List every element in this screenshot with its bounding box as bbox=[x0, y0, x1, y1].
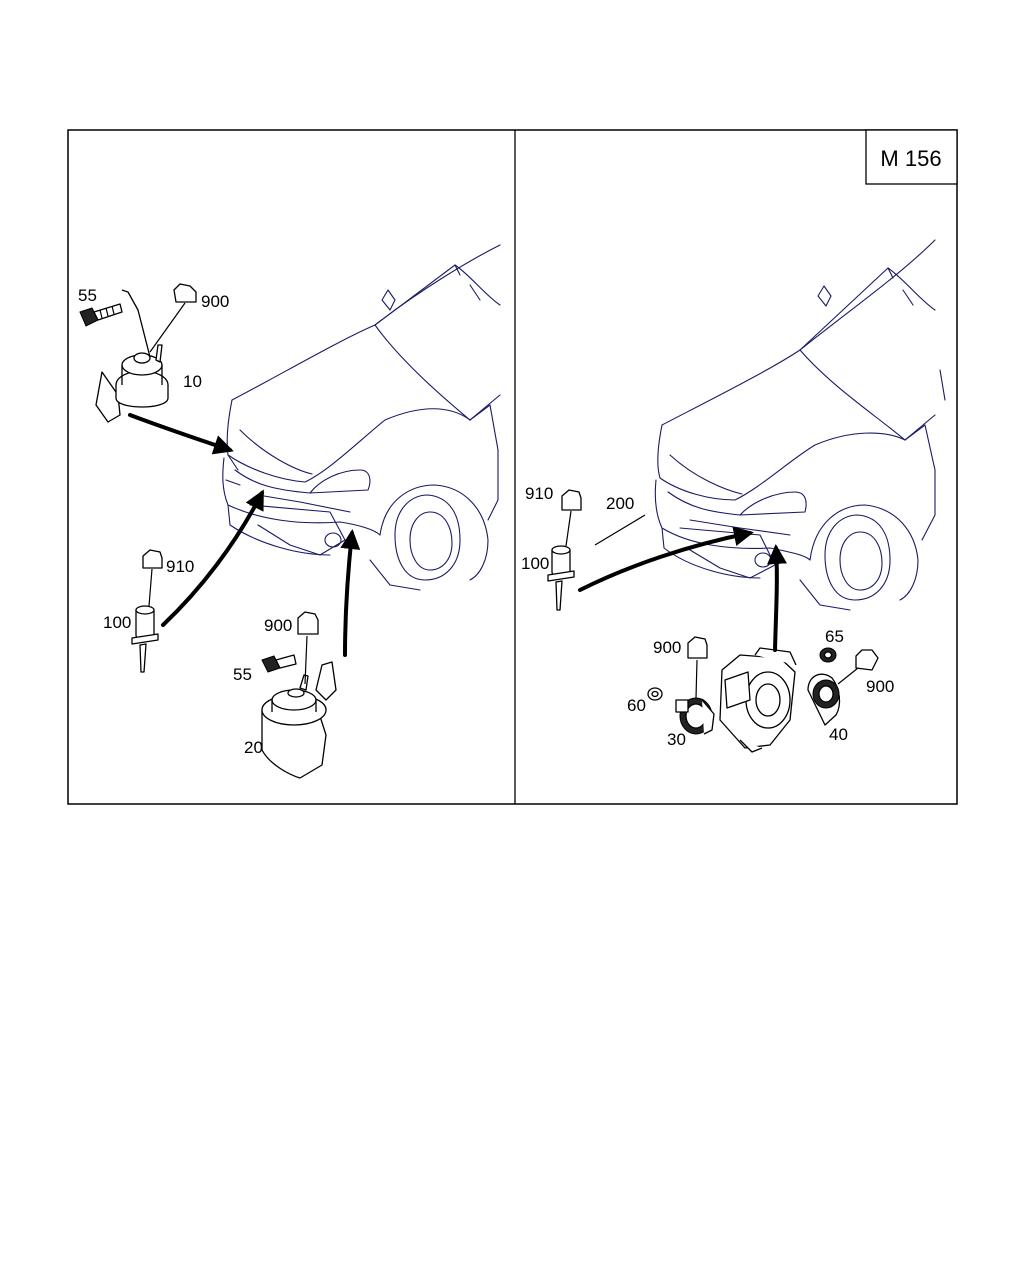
horn-40 bbox=[807, 673, 841, 726]
callout-55-upper: 55 bbox=[78, 286, 97, 305]
right-panel: 910 200 100 900 65 900 60 30 40 bbox=[521, 239, 946, 753]
connector-910-right bbox=[561, 489, 582, 547]
arrow-horn-20 bbox=[340, 529, 361, 657]
horn-30 bbox=[675, 697, 715, 735]
callout-10: 10 bbox=[183, 372, 202, 391]
compressor-unit bbox=[719, 647, 797, 753]
arrow-compressor bbox=[767, 544, 787, 652]
callout-65: 65 bbox=[825, 627, 844, 646]
connector-910-left bbox=[142, 549, 163, 607]
callout-900-right-lower: 900 bbox=[866, 677, 894, 696]
callout-910-left: 910 bbox=[166, 557, 194, 576]
arrow-sensor-100-right bbox=[578, 526, 754, 592]
callout-200: 200 bbox=[606, 494, 634, 513]
arrow-horn-10 bbox=[128, 413, 234, 455]
connector-900-right-lower bbox=[837, 649, 879, 685]
reference-box: M 156 bbox=[865, 129, 958, 185]
horn-20 bbox=[261, 661, 337, 779]
nut-65 bbox=[819, 647, 837, 663]
car-front-right bbox=[654, 239, 946, 611]
callout-60: 60 bbox=[627, 696, 646, 715]
leader-200 bbox=[594, 514, 646, 546]
left-panel: 55 900 10 910 100 900 55 20 bbox=[78, 244, 501, 779]
callout-55-lower: 55 bbox=[233, 665, 252, 684]
callout-30: 30 bbox=[667, 730, 686, 749]
callout-40: 40 bbox=[829, 725, 848, 744]
connector-900-right-upper bbox=[687, 636, 708, 699]
diagram-frame bbox=[67, 129, 958, 805]
nut-60 bbox=[647, 687, 663, 701]
bolt-55-lower bbox=[261, 654, 297, 673]
connector-900-lower bbox=[297, 611, 319, 685]
car-front-left bbox=[222, 244, 501, 591]
horn-10 bbox=[95, 289, 169, 423]
callout-20: 20 bbox=[244, 738, 263, 757]
arrow-sensor-100-left bbox=[161, 489, 264, 627]
reference-code: M 156 bbox=[880, 146, 941, 171]
connector-900-upper bbox=[149, 283, 197, 353]
callout-910-right: 910 bbox=[525, 484, 553, 503]
callout-100-left: 100 bbox=[103, 613, 131, 632]
callout-900-lower: 900 bbox=[264, 616, 292, 635]
sensor-100-right bbox=[547, 545, 575, 611]
sensor-100-left bbox=[131, 605, 159, 673]
callout-900-right-upper: 900 bbox=[653, 638, 681, 657]
callout-100-right: 100 bbox=[521, 554, 549, 573]
callout-900-upper: 900 bbox=[201, 292, 229, 311]
bolt-55-upper bbox=[79, 303, 123, 327]
